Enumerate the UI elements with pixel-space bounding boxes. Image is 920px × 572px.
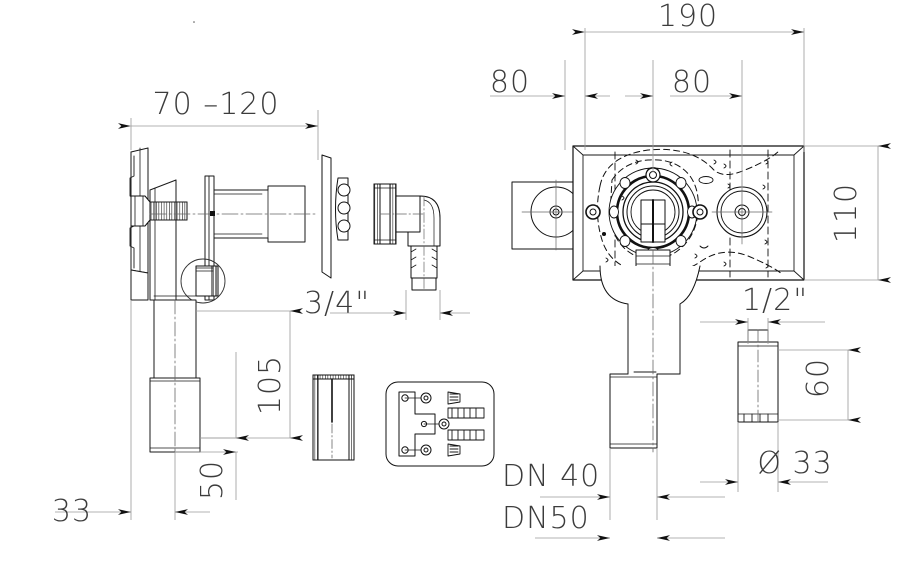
annotation-thread-34: 3/4" [304, 286, 370, 321]
dimension-label-50: 50 [195, 460, 230, 500]
elbow-connector [373, 183, 441, 291]
front-view [511, 145, 805, 453]
threaded-sleeve-cap [737, 329, 779, 425]
mounting-tab-left [511, 179, 593, 251]
front-drain-pipe [599, 249, 701, 453]
dimension-label-80-left: 80 [490, 65, 530, 100]
internal-detail-ticks [601, 159, 769, 269]
dimension-label-105: 105 [253, 355, 288, 415]
dimension-label-60: 60 [801, 358, 836, 398]
dimension-lines [55, 28, 891, 541]
spout-barrel [149, 185, 319, 243]
wall-cover-plate [321, 154, 332, 279]
valve-assembly [608, 167, 698, 257]
fixing-screws [585, 204, 708, 220]
threaded-spindle [130, 195, 188, 227]
bracket-arm [149, 179, 177, 301]
detail-callout-circle [180, 258, 226, 304]
drain-pipe [149, 295, 201, 453]
side-section-view [129, 147, 319, 453]
pipe-sleeve [312, 374, 355, 461]
dimension-labels: 70 –120 105 50 33 190 80 80 110 60 3/4" … [52, 0, 864, 536]
dimension-label-33: 33 [52, 494, 92, 529]
annotation-dn40: DN 40 [502, 459, 600, 494]
secondary-port [711, 179, 773, 245]
dimension-label-80-right: 80 [672, 65, 712, 100]
annotation-dn50: DN50 [502, 501, 590, 536]
dimension-label-190: 190 [658, 0, 718, 34]
dimension-label-70-120: 70 –120 [153, 87, 280, 122]
rubber-gasket [335, 177, 351, 241]
dimension-label-110: 110 [829, 183, 864, 243]
annotation-diameter-33: Ø 33 [757, 446, 832, 481]
stray-mark [193, 21, 195, 23]
annotation-thread-12: 1/2" [742, 283, 808, 318]
mounting-bracket-set [385, 381, 495, 467]
